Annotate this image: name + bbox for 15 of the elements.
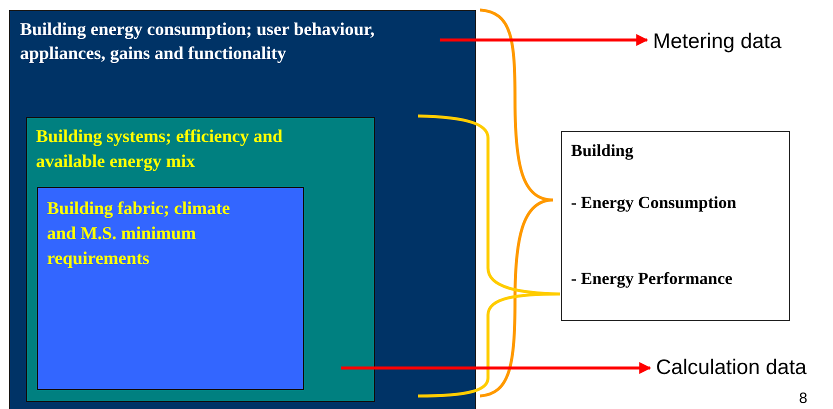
system-box [26, 117, 375, 402]
box-heading: Building [571, 140, 634, 162]
fabric-box [37, 187, 304, 390]
data-label: Metering data [653, 29, 782, 55]
box-text: Building energy consumption; user behaviour, appliances, gains and functionality [20, 18, 376, 65]
page-number: 8 [799, 390, 808, 407]
arrow [440, 34, 648, 46]
building-box [561, 131, 790, 321]
list-item: - Energy Consumption [571, 192, 738, 214]
outer-box [9, 10, 476, 409]
list-item: - Energy Performance [571, 268, 734, 290]
box-text: Building fabric; climate and M.S. minimum requirements [47, 197, 231, 270]
arrow [341, 362, 652, 374]
box-text: Building systems; efficiency and available energy mix [36, 125, 284, 173]
data-label: Calculation data [656, 355, 808, 381]
